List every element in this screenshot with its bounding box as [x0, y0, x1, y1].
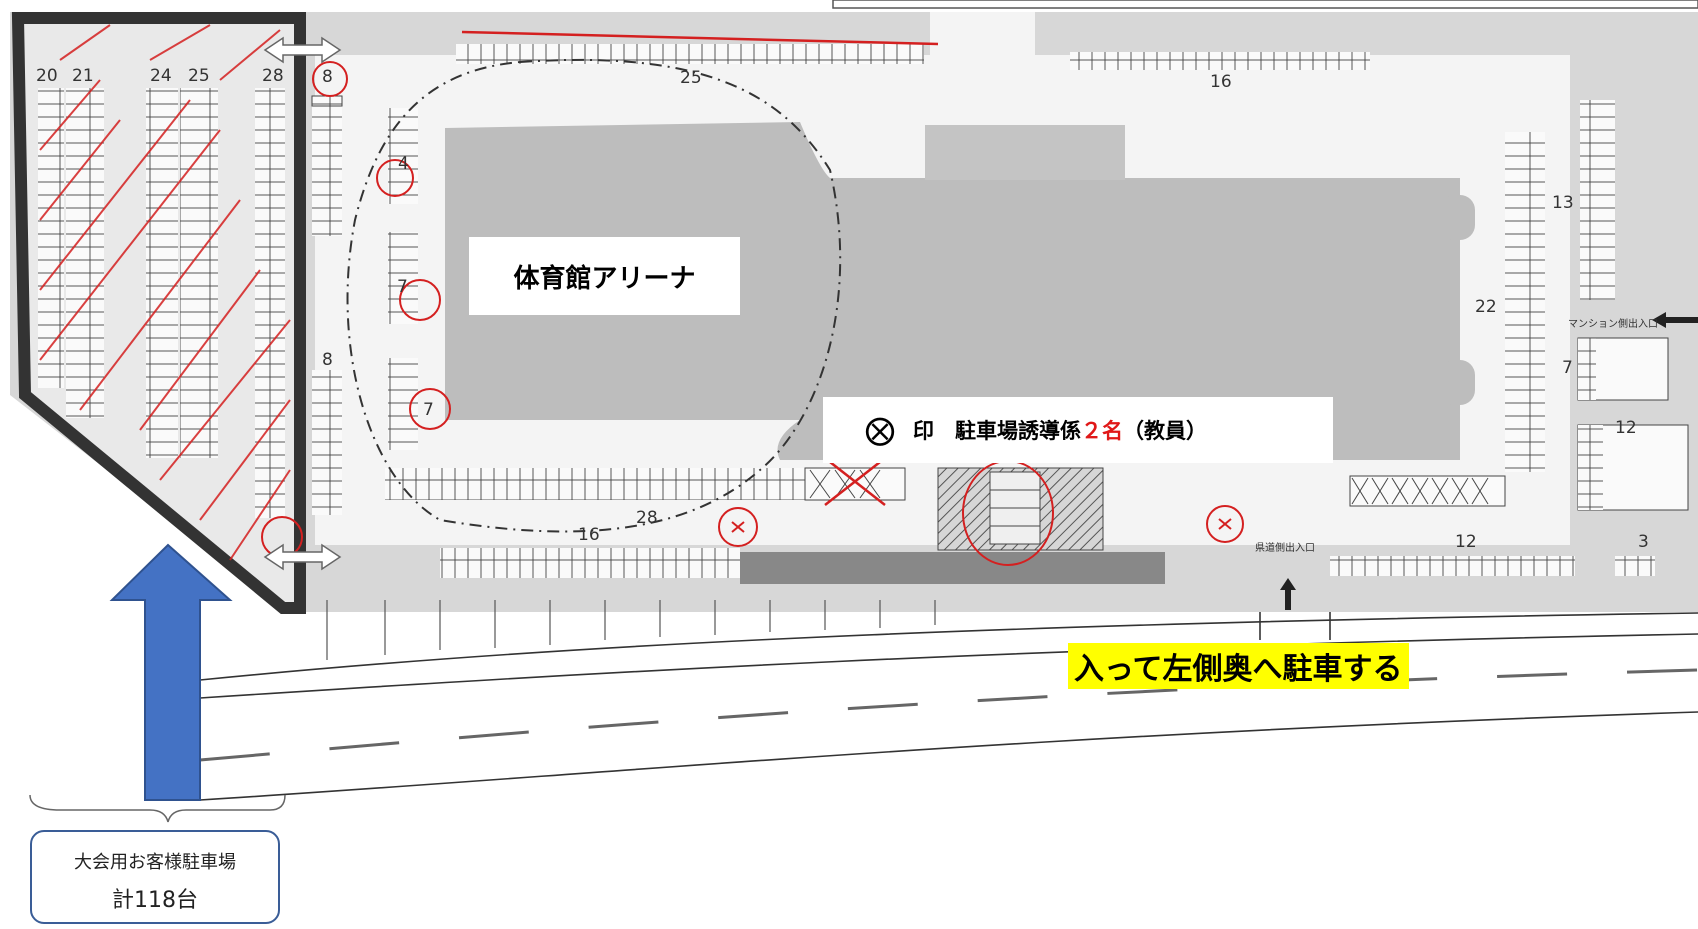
stall-row-7-b	[388, 358, 418, 450]
prefectural-entrance-arrow	[1280, 578, 1296, 610]
row-label-12-right: 12	[1615, 418, 1637, 438]
stall-row-22	[1505, 132, 1545, 472]
row-label-7-b: 7	[423, 400, 434, 420]
top-frame	[832, 0, 1698, 9]
stall-row-top-16	[1070, 52, 1370, 70]
callout-brace	[29, 794, 286, 823]
mansion-entrance-arrow	[1652, 312, 1698, 328]
row-label-3: 3	[1638, 532, 1649, 552]
road	[199, 600, 1698, 801]
row-label-16-top: 16	[1210, 72, 1232, 92]
walking-route	[346, 58, 842, 533]
hatched-building	[937, 460, 1104, 566]
cross-circle-icon: ⨂	[865, 412, 895, 448]
stall-row-13	[1580, 100, 1615, 300]
row-label-16-bottom: 16	[578, 525, 600, 545]
guide-suffix: （教員）	[1123, 419, 1207, 443]
row-label-12-bottom: 12	[1455, 532, 1477, 552]
stall-row-28	[385, 461, 906, 506]
left-lot	[11, 12, 342, 614]
prefectural-entrance-label: 県道側出入口	[1255, 543, 1315, 554]
visitor-parking-callout: 大会用お客様駐車場 計118台	[30, 830, 280, 924]
row-label-8-top: 8	[322, 67, 333, 87]
row-label-7-a: 7	[397, 277, 408, 297]
stall-row-x-right	[1349, 475, 1506, 507]
guide-legend: ⨂ 印 駐車場誘導係 ２名 （教員）	[823, 397, 1333, 463]
two-way-arrow-bottom	[263, 543, 342, 571]
stall-row-7-right	[1577, 337, 1669, 401]
stall-row-4	[388, 108, 418, 204]
two-way-arrow-top	[263, 36, 342, 64]
row-label-25-top: 25	[680, 68, 702, 88]
row-label-13: 13	[1552, 193, 1574, 213]
row-label-21: 21	[72, 66, 94, 86]
stall-row-16-bottom	[440, 548, 1165, 584]
row-label-22: 22	[1475, 297, 1497, 317]
callout-title: 大会用お客様駐車場	[74, 852, 236, 873]
row-label-28-bottom: 28	[636, 508, 658, 528]
stall-row-12-right	[1577, 424, 1689, 511]
red-circle-marks	[312, 61, 1244, 547]
stall-row-3	[1615, 556, 1655, 576]
row-label-25: 25	[188, 66, 210, 86]
row-label-20: 20	[36, 66, 58, 86]
guide-prefix: 印 駐車場誘導係	[913, 419, 1081, 443]
row-label-8-mid: 8	[322, 350, 333, 370]
parking-instruction: 入って左側奥へ駐車する	[1068, 643, 1409, 689]
guide-count: ２名	[1081, 419, 1123, 443]
row-label-7-right: 7	[1562, 358, 1573, 378]
arena-building	[445, 122, 1475, 460]
blue-entry-arrow	[109, 543, 233, 801]
callout-total: 計118台	[112, 888, 198, 913]
row-label-24: 24	[150, 66, 172, 86]
mansion-entrance-label: マンション側出入口	[1568, 319, 1658, 330]
arena-label: 体育館アリーナ	[469, 237, 740, 315]
stall-row-12-bottom	[1330, 556, 1575, 576]
row-label-4: 4	[398, 154, 409, 174]
row-label-28-left: 28	[262, 66, 284, 86]
red-x-marks	[731, 518, 1232, 533]
